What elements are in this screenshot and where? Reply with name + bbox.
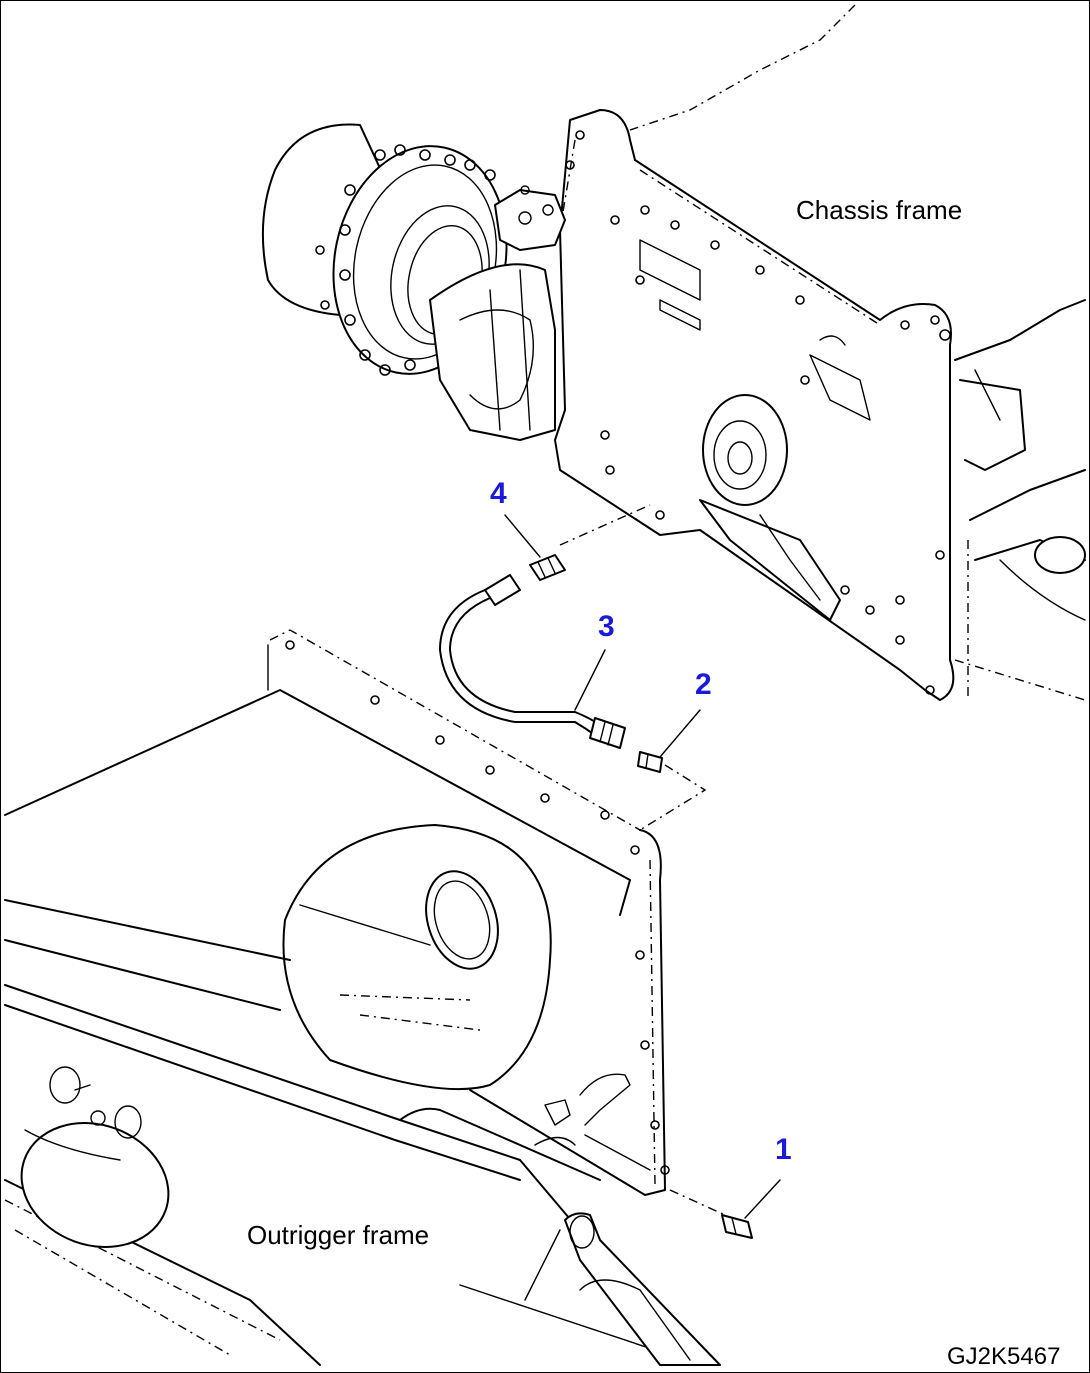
outrigger-frame-drawing <box>4 629 721 1366</box>
chassis-frame-drawing <box>554 4 1086 701</box>
drawing-number-label: GJ2K5467 <box>947 1343 1061 1370</box>
callout-1: 1 <box>775 1133 792 1166</box>
part-1-fitting-drawing <box>669 1189 753 1239</box>
chassis-frame-label: Chassis frame <box>796 195 963 225</box>
hose-assembly-drawing <box>439 504 707 831</box>
leader-lines <box>504 514 781 1219</box>
outrigger-frame-label: Outrigger frame <box>247 1220 430 1250</box>
callout-3: 3 <box>598 610 615 643</box>
callout-2: 2 <box>695 668 712 701</box>
callout-4: 4 <box>490 477 507 510</box>
motor-assembly-drawing <box>261 123 566 441</box>
